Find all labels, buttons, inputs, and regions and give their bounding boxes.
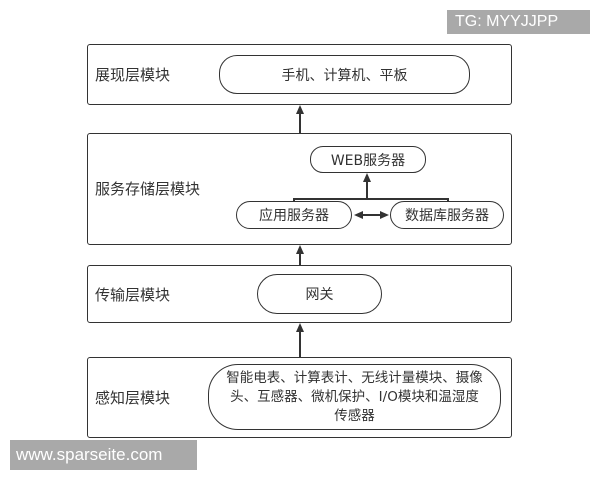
connector-web-stem — [366, 182, 368, 199]
connector-app-db — [361, 214, 381, 216]
node-sensors: 智能电表、计算表计、无线计量模块、摄像 头、互感器、微机保护、I/O模块和温湿度… — [208, 364, 501, 430]
node-devices: 手机、计算机、平板 — [219, 55, 470, 94]
watermark-site: www.sparseite.com — [10, 440, 197, 470]
layer-service-storage: 服务存储层模块 WEB服务器 应用服务器 数据库服务器 — [87, 133, 512, 245]
node-web-server: WEB服务器 — [310, 146, 426, 173]
node-text: 数据库服务器 — [405, 208, 489, 224]
arrowhead-icon — [296, 323, 304, 332]
connector-horizontal — [293, 198, 448, 200]
node-text-line-1: 智能电表、计算表计、无线计量模块、摄像 — [226, 369, 483, 386]
node-db-server: 数据库服务器 — [390, 201, 504, 229]
arrow-service-to-presentation — [299, 113, 301, 133]
node-text-line-2: 头、互感器、微机保护、I/O模块和温湿度 — [230, 388, 479, 405]
node-text: 手机、计算机、平板 — [281, 67, 408, 84]
layer-label: 感知层模块 — [95, 389, 171, 407]
node-app-server: 应用服务器 — [236, 201, 352, 229]
connector-app-stem — [293, 198, 295, 202]
arrowhead-icon — [296, 105, 304, 114]
arrow-perception-to-transport — [299, 331, 301, 357]
layer-perception: 感知层模块 智能电表、计算表计、无线计量模块、摄像 头、互感器、微机保护、I/O… — [87, 357, 512, 438]
layer-label: 传输层模块 — [95, 286, 171, 304]
arrowhead-icon — [380, 211, 389, 219]
layer-label: 展现层模块 — [95, 66, 171, 84]
layer-transport: 传输层模块 网关 — [87, 265, 512, 323]
layer-presentation: 展现层模块 手机、计算机、平板 — [87, 44, 512, 105]
node-gateway: 网关 — [257, 274, 382, 314]
arrowhead-icon — [296, 245, 304, 254]
arrow-transport-to-service — [299, 253, 301, 265]
node-text: WEB服务器 — [330, 152, 406, 169]
node-text: 网关 — [305, 287, 334, 303]
connector-db-stem — [447, 198, 449, 202]
arrowhead-icon — [363, 173, 371, 182]
layer-label: 服务存储层模块 — [95, 180, 201, 198]
arrowhead-icon — [354, 211, 363, 219]
node-text-line-3: 传感器 — [334, 407, 375, 424]
node-text: 应用服务器 — [259, 208, 329, 224]
watermark-tg: TG: MYYJJPP — [447, 10, 590, 34]
